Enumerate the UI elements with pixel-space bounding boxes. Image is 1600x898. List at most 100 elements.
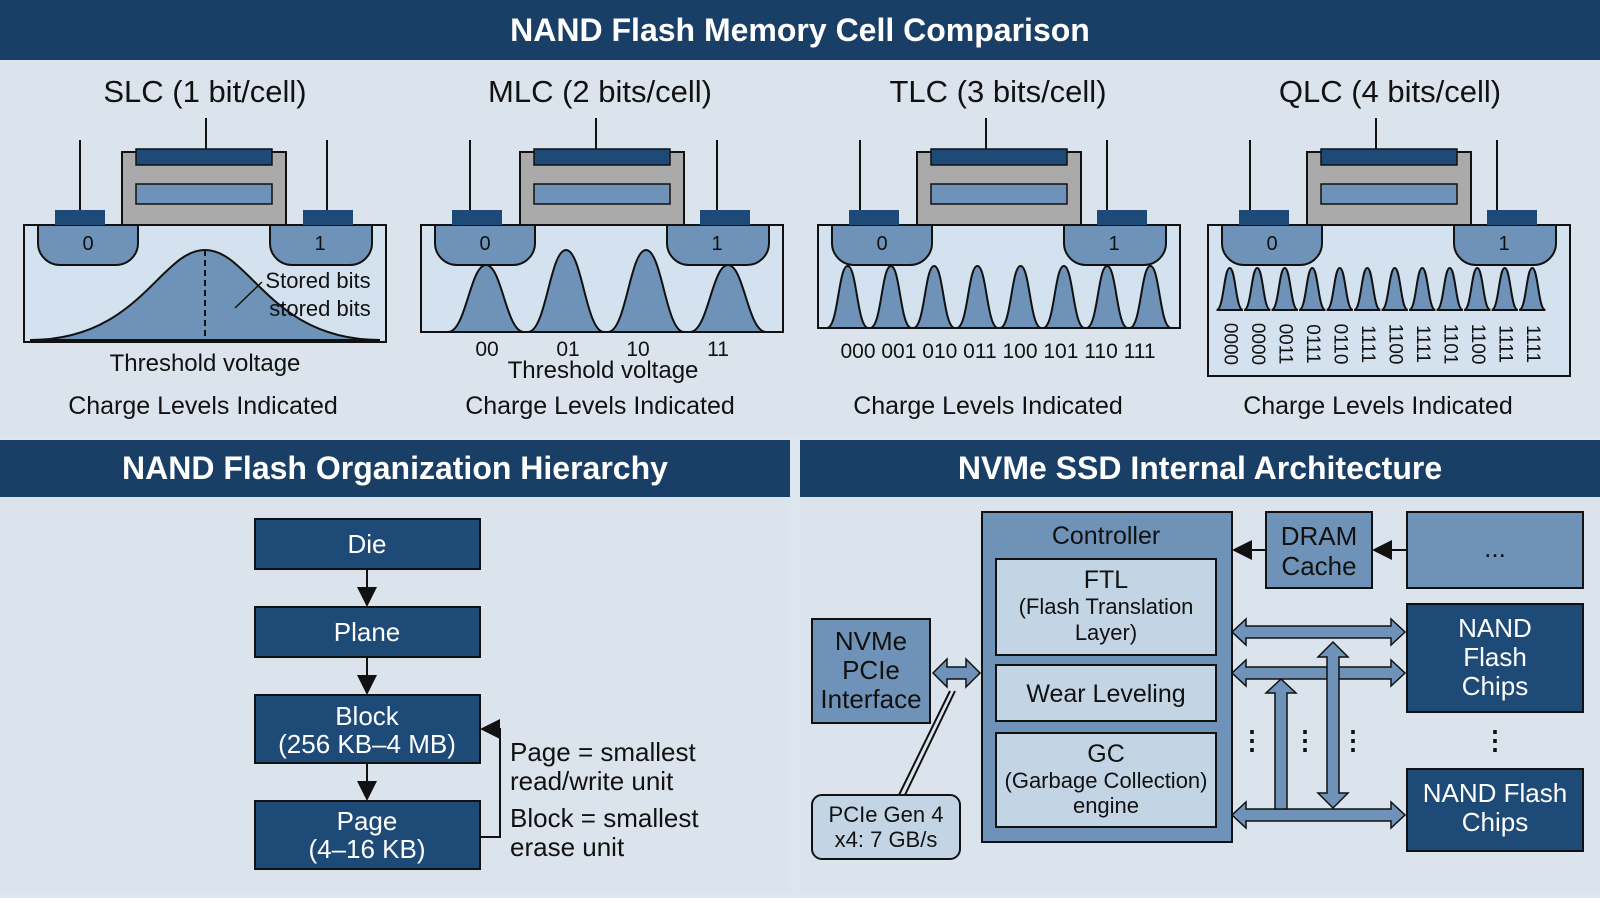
iface-label-2: PCIe	[842, 655, 900, 685]
top-banner: NAND Flash Memory Cell Comparison	[0, 0, 1600, 60]
qlc-peak	[1408, 266, 1437, 311]
gc-label-1: GC	[1087, 740, 1125, 768]
qlc-state-label: 1111	[1357, 325, 1378, 363]
slc-drain-label: 1	[314, 233, 325, 255]
qlc-state-label: 1111	[1412, 325, 1433, 363]
nvme-banner: NVMe SSD Internal Architecture	[800, 440, 1600, 497]
dram-label-2: Cache	[1281, 551, 1356, 581]
tlc-peak	[1085, 264, 1129, 329]
qlc-peak	[1325, 266, 1354, 311]
tlc-state-0: 000	[840, 340, 875, 363]
nvme-interface-box	[811, 618, 931, 724]
tlc-title: TLC (3 bits/cell)	[889, 74, 1106, 109]
pcie-callout	[811, 794, 961, 860]
pcie-label-1: PCIe Gen 4	[829, 802, 944, 827]
mlc-cell: MLC (2 bits/cell) 0 1	[420, 74, 784, 420]
qlc-state-label: 0000	[1247, 323, 1268, 365]
qlc-state-label: 0000	[1220, 323, 1241, 365]
tlc-peak	[956, 264, 999, 329]
tlc-cell: TLC (3 bits/cell) 0 1 000 001 010 011 10…	[817, 74, 1181, 420]
page-box	[254, 800, 481, 870]
more-box	[1406, 511, 1584, 589]
controller-label: Controller	[1052, 522, 1160, 550]
tlc-state-1: 001	[881, 340, 916, 363]
qlc-source-label: 0	[1266, 233, 1277, 255]
qlc-state-label: 1111	[1522, 325, 1543, 363]
gc-box	[995, 732, 1217, 828]
qlc-peak	[1463, 266, 1492, 311]
note-page-1: Page = smallest	[510, 737, 696, 767]
bus-ellipsis-1: ⋮	[1239, 725, 1265, 755]
mlc-state-1: 01	[556, 338, 579, 361]
dram-label-1: DRAM	[1281, 521, 1358, 551]
gc-label-3: engine	[1073, 793, 1139, 818]
slc-source-label: 0	[82, 233, 93, 255]
tlc-peak	[826, 264, 869, 329]
nand-chips-box-1	[1406, 603, 1584, 713]
more-label: ...	[1484, 533, 1506, 563]
mlc-source-label: 0	[479, 233, 490, 255]
chips1-label-2: Flash	[1463, 642, 1527, 672]
tlc-state-labels: 000 001 010 011 100 101 110 111	[840, 340, 1155, 363]
ftl-label-1: FTL	[1084, 566, 1129, 594]
hierarchy-title: NAND Flash Organization Hierarchy	[122, 450, 668, 486]
mlc-distribution-curves	[447, 248, 767, 333]
tlc-peak	[869, 264, 913, 329]
chips1-label-3: Chips	[1462, 671, 1528, 701]
ftl-label-3: Layer)	[1075, 620, 1137, 645]
block-label-2: (256 KB–4 MB)	[278, 729, 456, 759]
tlc-source-label: 0	[876, 233, 887, 255]
nvme-panel: Controller FTL (Flash Translation Layer)…	[800, 497, 1600, 893]
die-box	[254, 518, 481, 570]
tlc-footer: Charge Levels Indicated	[853, 392, 1123, 420]
tlc-state-5: 101	[1043, 340, 1078, 363]
slc-annotation-2: stored bits	[269, 296, 371, 321]
page-label-2: (4–16 KB)	[308, 834, 425, 864]
tlc-state-7: 111	[1124, 340, 1156, 363]
mlc-state-3: 11	[707, 338, 729, 361]
qlc-state-label: 0110	[1330, 324, 1351, 365]
qlc-drain-label: 1	[1498, 233, 1509, 255]
qlc-state-label: 0011	[1275, 324, 1296, 365]
mlc-state-0: 00	[475, 338, 498, 361]
slc-axis-label: Threshold voltage	[110, 350, 301, 377]
chips2-label-2: Chips	[1462, 807, 1528, 837]
tlc-distribution-curves	[826, 264, 1172, 329]
chips1-label-1: NAND	[1458, 613, 1532, 643]
mlc-state-2: 10	[626, 338, 649, 361]
qlc-state-label: 0111	[1302, 324, 1323, 363]
slc-title: SLC (1 bit/cell)	[103, 74, 306, 109]
tlc-state-6: 110	[1084, 340, 1117, 363]
bus-ellipsis-3: ⋮	[1340, 725, 1366, 755]
top-title: NAND Flash Memory Cell Comparison	[510, 11, 1090, 48]
note-block-1: Block = smallest	[510, 803, 699, 833]
tlc-peak	[912, 264, 956, 329]
slc-annotation-1: Stored bits	[265, 268, 370, 293]
qlc-state-label: 1111	[1495, 325, 1516, 363]
qlc-distribution-curves	[1215, 266, 1547, 311]
pcie-label-2: x4: 7 GB/s	[835, 827, 938, 852]
bus-ellipsis-2: ⋮	[1292, 725, 1318, 755]
wear-leveling-box	[995, 664, 1217, 722]
flash-bus	[1230, 617, 1407, 830]
qlc-peak	[1490, 266, 1519, 311]
plane-label: Plane	[334, 617, 401, 647]
mlc-drain-label: 1	[711, 233, 722, 255]
iface-controller-link	[931, 657, 982, 689]
qlc-peak	[1270, 266, 1299, 311]
slc-drain-well	[269, 224, 373, 266]
slc-footer: Charge Levels Indicated	[68, 392, 338, 420]
qlc-footer: Charge Levels Indicated	[1243, 392, 1513, 420]
dram-cache-box	[1265, 511, 1373, 589]
wear-leveling-label: Wear Leveling	[1026, 680, 1185, 708]
slc-cell: SLC (1 bit/cell) 0 1 Stored bits stored …	[23, 74, 387, 420]
block-label-1: Block	[335, 701, 400, 731]
iface-label-1: NVMe	[835, 626, 907, 656]
qlc-peak	[1215, 266, 1244, 311]
mlc-footer: Charge Levels Indicated	[465, 392, 735, 420]
tlc-peak	[1042, 264, 1086, 329]
page-to-block-connector	[480, 719, 501, 838]
qlc-peak	[1435, 266, 1464, 311]
